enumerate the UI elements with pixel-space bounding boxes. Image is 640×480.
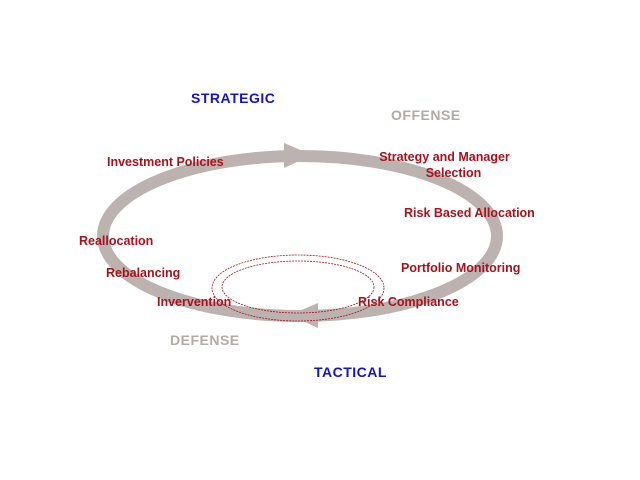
step-risk-based-allocation: Risk Based Allocation bbox=[404, 206, 535, 220]
step-investment-policies: Investment Policies bbox=[107, 155, 224, 169]
step-portfolio-monitoring: Portfolio Monitoring bbox=[401, 261, 521, 275]
step-strategy-manager-selection: Strategy and Manager Selection bbox=[372, 150, 517, 180]
outer-cycle-arrow-bottom bbox=[290, 303, 318, 328]
inner-cycle-inner-ring bbox=[221, 260, 375, 314]
step-strategy-line1: Strategy and Manager bbox=[379, 150, 510, 164]
offense-label: OFFENSE bbox=[391, 107, 461, 123]
step-strategy-line2: Selection bbox=[425, 166, 482, 180]
outer-cycle-arrow-top bbox=[284, 143, 312, 168]
step-reallocation: Reallocation bbox=[79, 234, 154, 248]
step-risk-compliance: Risk Compliance bbox=[358, 295, 459, 309]
defense-label: DEFENSE bbox=[170, 332, 240, 348]
outer-cycle-ring bbox=[97, 150, 503, 322]
step-intervention: Invervention bbox=[157, 295, 232, 309]
inner-cycle-outer-ring bbox=[211, 254, 385, 322]
step-rebalancing: Rebalancing bbox=[106, 266, 181, 280]
strategic-label: STRATEGIC bbox=[191, 90, 276, 106]
tactical-label: TACTICAL bbox=[314, 364, 387, 380]
